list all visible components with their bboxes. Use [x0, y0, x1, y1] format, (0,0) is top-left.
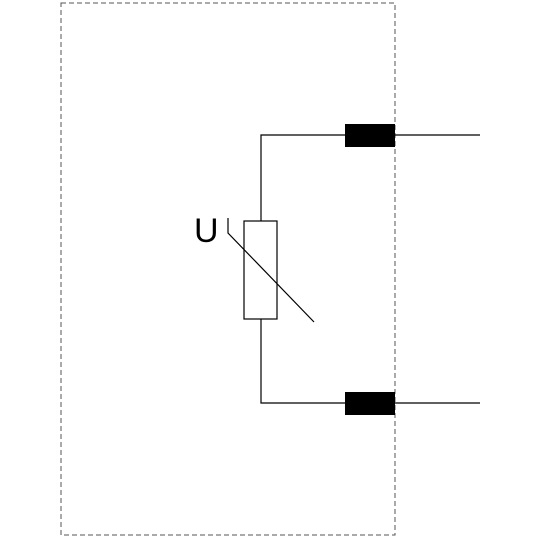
- varistor-body: [243, 220, 278, 320]
- bottom-terminal: [345, 392, 395, 415]
- dashed-enclosure: [60, 2, 396, 536]
- top-terminal: [345, 124, 395, 147]
- varistor-diagonal: [227, 218, 315, 323]
- bottom-wire: [260, 319, 480, 404]
- top-wire: [260, 134, 480, 221]
- component-label: U: [194, 212, 219, 250]
